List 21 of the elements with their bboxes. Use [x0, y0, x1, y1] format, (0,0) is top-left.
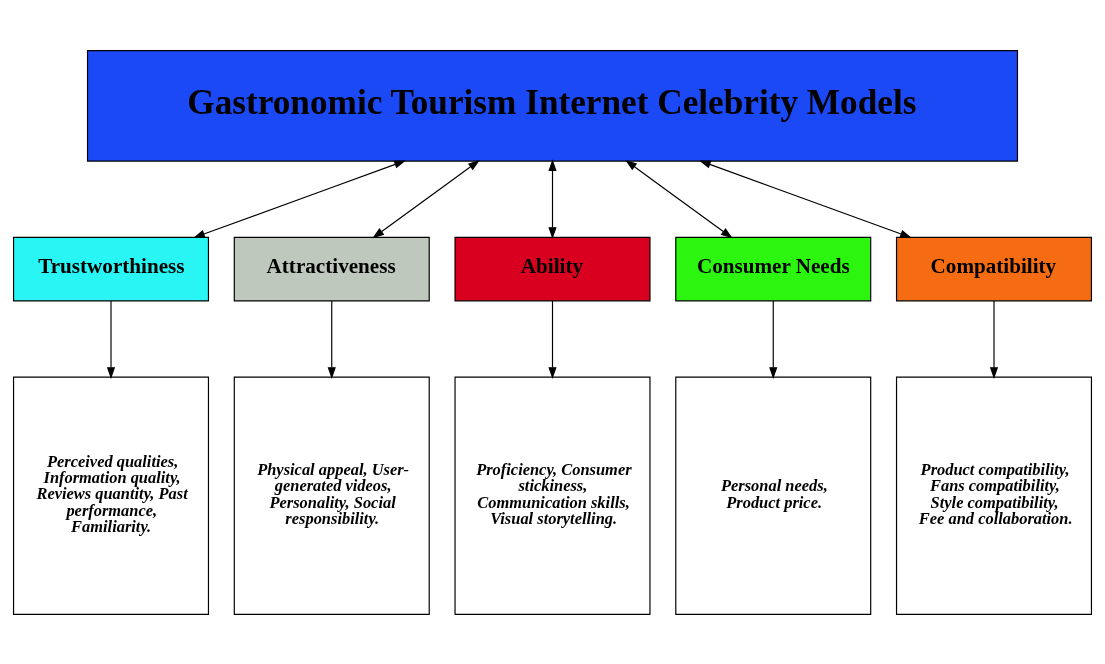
node-box: Attractiveness: [233, 236, 430, 301]
arrow: [548, 158, 557, 239]
node-box: Perceived qualities, Information quality, Reviews quantity, Past performance, Familiarity.: [12, 376, 210, 615]
arrow: [193, 159, 406, 238]
arrow: [769, 299, 778, 379]
arrow: [106, 299, 116, 379]
node-box: Proficiency, Consumer stickiness, Communication skills, Visual storytelling.: [454, 376, 651, 615]
arrow: [989, 299, 999, 379]
node-box: Consumer Needs: [675, 236, 872, 301]
node-box: Ability: [454, 236, 651, 301]
arrow: [327, 299, 336, 379]
node-box: Trustworthiness: [12, 236, 210, 301]
node-box: Personal needs, Product price.: [675, 376, 872, 615]
node-box: Gastronomic Tourism Internet Celebrity Models: [86, 49, 1019, 162]
arrow: [699, 159, 912, 238]
arrow: [548, 299, 557, 379]
arrow: [625, 159, 733, 238]
node-box: Physical appeal, User-generated videos, Personality, Social responsibility.: [233, 376, 430, 615]
node-box: Compatibility: [895, 236, 1093, 301]
arrow: [372, 159, 480, 238]
node-box: Product compatibility, Fans compatibility, Style compatibility, Fee and collaboration.: [895, 376, 1093, 615]
